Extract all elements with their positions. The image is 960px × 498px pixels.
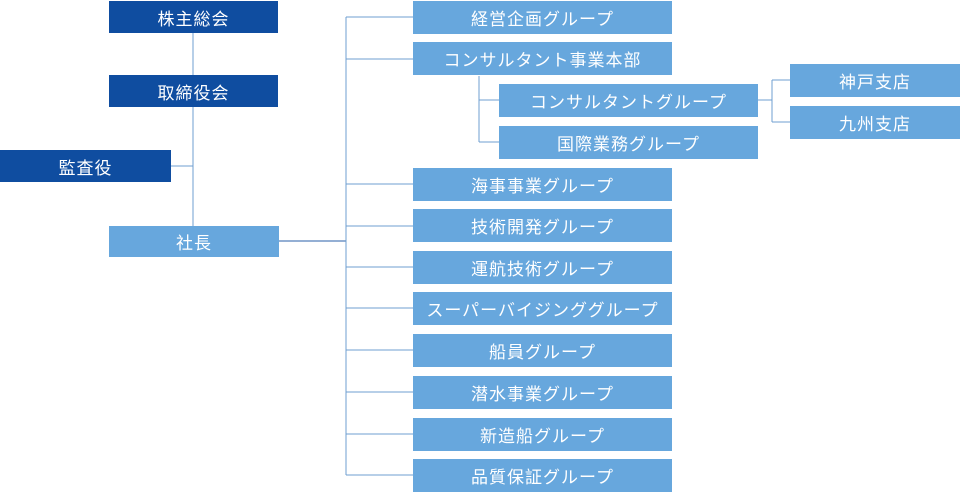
group-tech-dev: 技術開発グループ <box>413 209 672 242</box>
group-supervising: スーパーバイジンググループ <box>413 292 672 325</box>
group-international: 国際業務グループ <box>499 126 758 159</box>
group-maritime: 海事事業グループ <box>413 168 672 201</box>
group-shipbuilding: 新造船グループ <box>413 418 672 451</box>
group-operations-tech: 運航技術グループ <box>413 251 672 284</box>
group-management-planning: 経営企画グループ <box>413 1 672 34</box>
group-diving: 潜水事業グループ <box>413 376 672 409</box>
group-consulting-division: コンサルタント事業本部 <box>413 42 672 75</box>
branch-kobe: 神戸支店 <box>790 64 960 97</box>
auditor-box: 監査役 <box>0 150 171 182</box>
group-quality: 品質保証グループ <box>413 459 672 492</box>
board-of-directors-box: 取締役会 <box>109 75 278 107</box>
group-consulting: コンサルタントグループ <box>499 84 758 117</box>
shareholders-meeting-box: 株主総会 <box>109 1 278 33</box>
branch-kyushu: 九州支店 <box>790 106 960 139</box>
president-box: 社長 <box>109 226 279 257</box>
group-crew: 船員グループ <box>413 334 672 367</box>
